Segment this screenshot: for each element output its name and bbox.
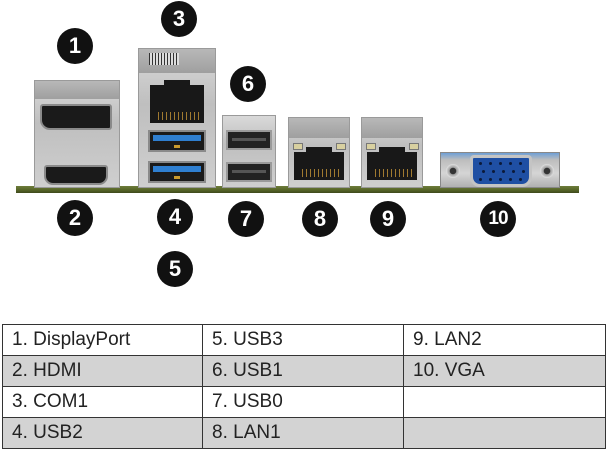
- callout-7: 7: [228, 201, 264, 237]
- displayport-port: [40, 104, 112, 130]
- table-row: 1. DisplayPort 5. USB3 9. LAN2: [2, 324, 606, 356]
- callout-3: 3: [161, 1, 197, 37]
- table-row: 4. USB2 8. LAN1: [2, 417, 606, 449]
- callout-4: 4: [157, 199, 193, 235]
- callout-9: 9: [370, 201, 406, 237]
- table-cell: [403, 386, 606, 418]
- vga-pin: [502, 170, 505, 173]
- io-panel-diagram: 1 2 3 4 5 6 7 8 9 10: [16, 1, 579, 287]
- callout-1: 1: [57, 28, 93, 64]
- com1-port: [150, 80, 204, 123]
- callout-8: 8: [302, 201, 338, 237]
- table-cell: 5. USB3: [202, 324, 404, 356]
- table-cell: 10. VGA: [403, 355, 606, 387]
- lan1-port: [294, 147, 344, 180]
- vga-pin: [522, 170, 525, 173]
- usb1-port: [226, 130, 272, 150]
- table-cell: 4. USB2: [2, 417, 203, 449]
- callout-5: 5: [157, 251, 193, 287]
- lan2-led-left: [366, 143, 376, 150]
- lan2-port: [367, 147, 417, 180]
- vga-pin: [482, 170, 485, 173]
- vga-pin: [479, 178, 482, 181]
- table-cell: [403, 417, 606, 449]
- vga-pin: [499, 178, 502, 181]
- pcb-edge: [16, 186, 579, 193]
- lan1-led-left: [293, 143, 303, 150]
- vga-screw-left: [446, 164, 460, 178]
- table-cell: 9. LAN2: [403, 324, 606, 356]
- table-row: 3. COM1 7. USB0: [2, 386, 606, 418]
- port-legend-table: 1. DisplayPort 5. USB3 9. LAN2 2. HDMI 6…: [2, 324, 606, 449]
- vga-screw-right: [540, 164, 554, 178]
- usb3-port: [148, 161, 206, 183]
- vga-pin: [489, 178, 492, 181]
- vga-pin: [509, 178, 512, 181]
- callout-2: 2: [57, 200, 93, 236]
- vga-pin: [492, 170, 495, 173]
- vga-pin: [519, 178, 522, 181]
- table-row: 2. HDMI 6. USB1 10. VGA: [2, 355, 606, 387]
- vga-port: [470, 155, 532, 187]
- vga-pin: [489, 162, 492, 165]
- callout-6: 6: [230, 66, 266, 102]
- vga-pin: [512, 170, 515, 173]
- usb2-port: [148, 130, 206, 152]
- table-cell: 2. HDMI: [2, 355, 203, 387]
- table-cell: 6. USB1: [202, 355, 404, 387]
- usb0-port: [226, 162, 272, 182]
- table-cell: 3. COM1: [2, 386, 203, 418]
- lan2-led-right: [409, 143, 419, 150]
- hdmi-port: [44, 165, 108, 185]
- vga-pin: [499, 162, 502, 165]
- lan1-led-right: [336, 143, 346, 150]
- callout-10: 10: [480, 201, 516, 237]
- table-cell: 1. DisplayPort: [2, 324, 203, 356]
- table-cell: 7. USB0: [202, 386, 404, 418]
- vga-pin: [509, 162, 512, 165]
- vga-pin: [519, 162, 522, 165]
- vga-pin: [479, 162, 482, 165]
- table-cell: 8. LAN1: [202, 417, 404, 449]
